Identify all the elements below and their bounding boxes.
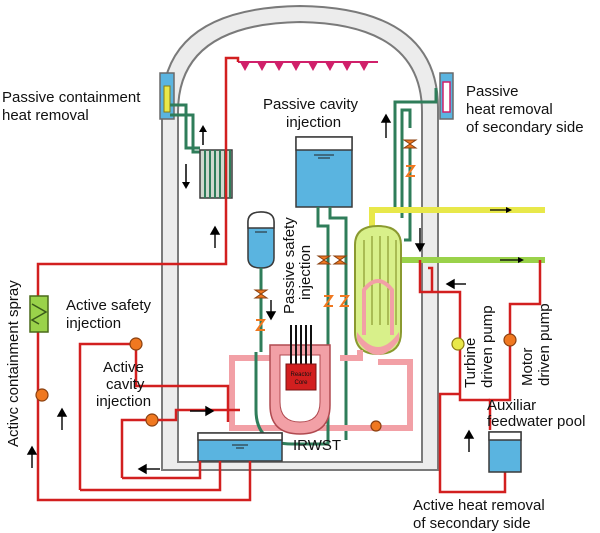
passive-heat-removal-secondary-label-2: heat removal — [466, 101, 553, 118]
check-valves — [255, 165, 416, 331]
active-safety-injection-label-2: injection — [66, 315, 122, 332]
active-containment-spray-heat-exchanger — [29, 295, 49, 333]
reactor-core-label-1: Reactor — [290, 372, 311, 378]
turbine-pump — [451, 337, 465, 351]
irwst-tank — [197, 432, 283, 462]
passive-heat-removal-secondary-label-3: of secondary side — [466, 119, 584, 136]
steam-generator — [354, 224, 402, 356]
passive-cavity-injection-label-1: Passive cavity — [263, 96, 359, 113]
active-heat-removal-secondary-label-2: of secondary side — [413, 515, 531, 532]
active-safety-injection-label-1: Active safety — [66, 297, 152, 314]
passive-safety-injection-tank — [247, 211, 275, 269]
flow-arrows — [26, 113, 475, 475]
active-cavity-injection-label-3: injection — [96, 393, 152, 410]
turbine-driven-pump-label-2: driven pump — [479, 305, 496, 388]
active-pumps — [35, 333, 517, 432]
passive-secondary-heat-exchanger — [439, 72, 454, 120]
passive-containment-heat-removal-label-2: heat removal — [2, 107, 89, 124]
active-cavity-injection-label-2: cavity — [106, 376, 145, 393]
active-red-piping — [36, 56, 542, 502]
auxiliary-feedwater-pool — [488, 431, 522, 473]
motor-driven-pump-label-2: driven pump — [536, 303, 553, 386]
containment-spray-nozzles — [238, 61, 378, 71]
reactor-cavity — [254, 325, 331, 446]
passive-cavity-injection-tank — [295, 136, 353, 208]
passive-safety-injection-label-1: Passive safety — [281, 217, 298, 314]
auxiliar-feedwater-pool-label-2: feedwater pool — [487, 413, 586, 430]
active-heat-removal-secondary-label-1: Active heat removal — [413, 497, 545, 514]
auxiliar-feedwater-pool-label-1: Auxiliar — [487, 397, 537, 414]
reactor-core-label-2: Core — [294, 380, 308, 386]
active-cavity-injection-label-1: Active — [103, 359, 144, 376]
active-containment-spray-label: Activc containment spray — [5, 280, 22, 447]
motor-driven-pump-label-1: Motor — [519, 347, 536, 386]
passive-containment-heat-removal-label-1: Passive containment — [2, 89, 141, 106]
passive-heat-removal-secondary-label-1: Passive — [466, 83, 519, 100]
main-feedwater-line — [388, 257, 545, 263]
passive-cavity-injection-label-2: injection — [286, 114, 342, 131]
passive-safety-injection-label-2: injection — [297, 244, 314, 300]
turbine-driven-pump-label-1: Turbine — [462, 337, 479, 388]
isolation-valves — [253, 139, 418, 299]
passive-green-piping — [259, 88, 438, 442]
irwst-label: IRWST — [293, 437, 342, 454]
